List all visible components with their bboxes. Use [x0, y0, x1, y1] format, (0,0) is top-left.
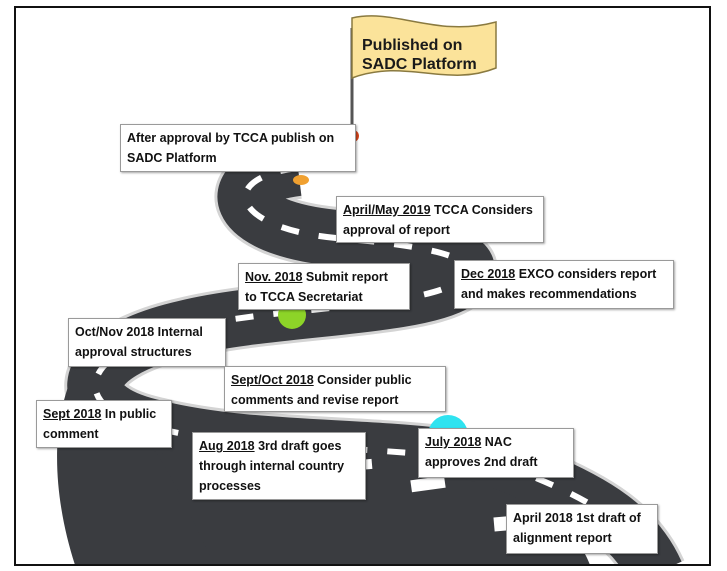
- milestone-text: 3rd draft goes: [254, 439, 342, 453]
- milestone-third-draft: Aug 2018 3rd draft goes through internal…: [192, 432, 366, 500]
- milestone-submit-report: Nov. 2018 Submit report to TCCA Secretar…: [238, 263, 410, 310]
- milestone-text: to TCCA Secretariat: [245, 290, 363, 304]
- milestone-internal-approval: Oct/Nov 2018 Internal approval structure…: [68, 318, 226, 367]
- flag-line-2: SADC Platform: [362, 56, 477, 73]
- milestone-text: approves 2nd draft: [425, 455, 538, 469]
- milestone-date: Sept/Oct 2018: [231, 373, 314, 387]
- milestone-date: Sept 2018: [43, 407, 102, 421]
- milestone-exco: Dec 2018 EXCO considers report and makes…: [454, 260, 674, 309]
- milestone-text: EXCO considers report: [515, 267, 657, 281]
- milestone-text: SADC Platform: [127, 151, 217, 165]
- milestone-text: alignment report: [513, 531, 612, 545]
- milestone-text: NAC: [481, 435, 512, 449]
- milestone-text: In public: [101, 407, 157, 421]
- milestone-text: comment: [43, 427, 99, 441]
- milestone-text: and makes recommendations: [461, 287, 637, 301]
- diagram-frame: Published on SADC Platform After approva…: [14, 6, 711, 566]
- milestone-text: April 2018 1st draft of: [513, 511, 641, 525]
- milestone-date: April/May 2019: [343, 203, 431, 217]
- milestone-text: TCCA Considers: [430, 203, 533, 217]
- milestone-first-draft: April 2018 1st draft of alignment report: [506, 504, 658, 554]
- milestone-date: July 2018: [425, 435, 482, 449]
- milestone-text: approval structures: [75, 345, 192, 359]
- milestone-text: through internal country: [199, 459, 345, 473]
- milestone-date: Dec 2018: [461, 267, 516, 281]
- milestone-publish: After approval by TCCA publish on SADC P…: [120, 124, 356, 172]
- milestone-text: comments and revise report: [231, 393, 399, 407]
- milestone-text: processes: [199, 479, 261, 493]
- milestone-tcca-considers: April/May 2019 TCCA Considers approval o…: [336, 196, 544, 243]
- milestone-nac-approves: July 2018 NAC approves 2nd draft: [418, 428, 574, 478]
- milestone-text: approval of report: [343, 223, 450, 237]
- milestone-text: Oct/Nov 2018 Internal: [75, 325, 203, 339]
- road-dash: [410, 475, 446, 493]
- milestone-public-comments: Sept/Oct 2018 Consider public comments a…: [224, 366, 446, 412]
- milestone-date: Nov. 2018: [245, 270, 303, 284]
- milestone-public-comment: Sept 2018 In public comment: [36, 400, 172, 448]
- flag: [351, 15, 497, 80]
- marker-orange: [293, 175, 309, 185]
- milestone-text: Submit report: [302, 270, 388, 284]
- milestone-text: After approval by TCCA publish on: [127, 131, 335, 145]
- flag-line-1: Published on: [362, 37, 463, 54]
- flag-label: Published on SADC Platform: [362, 36, 477, 74]
- milestone-text: Consider public: [313, 373, 412, 387]
- milestone-date: Aug 2018: [199, 439, 255, 453]
